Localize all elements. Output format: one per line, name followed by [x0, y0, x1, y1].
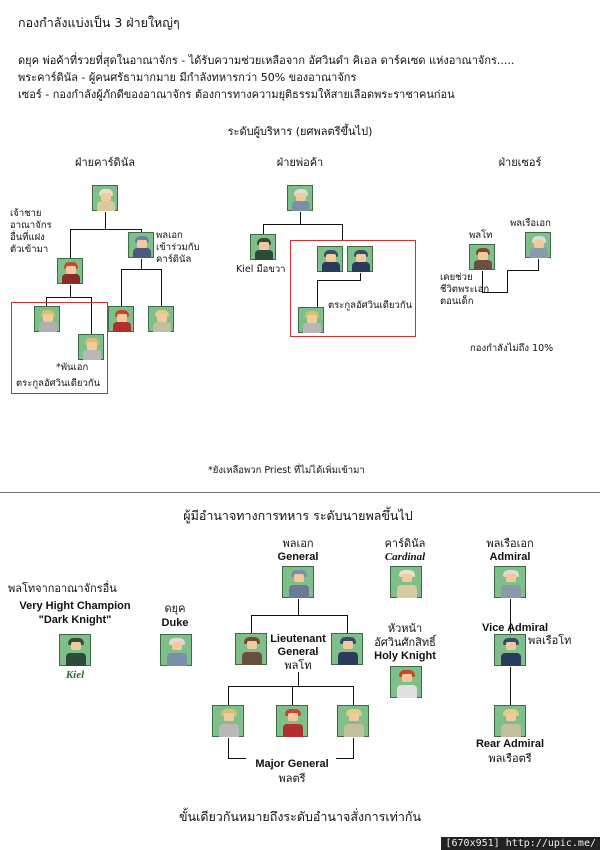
champion-th: พลโทจากอาณาจักรอื่น [8, 582, 117, 595]
dark-knight-a-avatar [317, 246, 343, 272]
label-lt-gen-top: พลโท [469, 230, 493, 241]
desc-duke: ดยุค พ่อค้าที่รวยที่สุดในอาณาจักร - ได้ร… [18, 54, 515, 67]
label-kiel: Kiel มือขวา [236, 264, 286, 275]
desc-sir: เซอร์ - กองกำลังผู้ภักดีของอาณาจักร ต้อง… [18, 88, 455, 101]
kiel-avatar-bottom [59, 634, 91, 666]
dark-knight-b-avatar [347, 246, 373, 272]
major-general-th: พลตรี [278, 772, 306, 785]
label-general-joined: พลเอก เข้าร่วมกับ คาร์ดินัล [156, 230, 200, 265]
label-admiral-top: พลเรือเอก [510, 218, 551, 229]
general-joined-avatar [128, 232, 154, 258]
faction-cardinal: ฝ่ายคาร์ดินัล [75, 156, 135, 169]
prince-avatar [57, 258, 83, 284]
lt-general-en1: Lieutenant [270, 633, 326, 645]
vice-admiral-avatar [494, 634, 526, 666]
label-colonel: *พันเอก [56, 362, 89, 373]
admiral-avatar [494, 566, 526, 598]
cardinal-avatar [92, 185, 118, 211]
holy-knight-th1: หัวหน้า [387, 622, 423, 635]
vice-admiral-en: Vice Admiral [482, 622, 549, 634]
equal-rank-note: ขั้นเดียวกันหมายถึงระดับอำนาจสั่งการเท่า… [178, 809, 422, 824]
label-same-knight-merchant: ตระกูลอัศวินเดียวกัน [328, 300, 413, 311]
faction-sir: ฝ่ายเซอร์ [498, 156, 542, 169]
lt-general-th: พลโท [284, 659, 312, 672]
duke-en: Duke [161, 617, 189, 629]
lt-general-b-avatar [331, 633, 363, 665]
lt-gen-avatar [469, 244, 495, 270]
champion-en1: Very Hight Champion [19, 600, 131, 612]
cardinal-en: Cardinal [384, 551, 426, 563]
watermark: [670x951] http://upic.me/ [441, 837, 600, 850]
knight-a-avatar [34, 306, 60, 332]
cardinal-knight-family-frame [11, 302, 108, 394]
heading: กองกำลังแบ่งเป็น 3 ฝ่ายใหญ่ๆ [18, 15, 180, 30]
label-prince: เจ้าชาย อาณาจักร อื่นที่แฝง ตัวเข้ามา [10, 208, 52, 255]
red-knight-avatar [108, 306, 134, 332]
major-general-c-avatar [337, 705, 369, 737]
champion-en2: "Dark Knight" [38, 614, 112, 626]
faction-merchant: ฝ่ายพ่อค้า [276, 156, 324, 169]
label-less10: กองกำลังไม่ถึง 10% [470, 343, 554, 354]
holy-knight-th2: อัศวินศักสิทธิ์ [374, 636, 436, 649]
rear-admiral-en: Rear Admiral [475, 738, 545, 750]
vice-admiral-th: พลเรือโท [528, 634, 572, 647]
blonde-knight-avatar [148, 306, 174, 332]
rear-admiral-avatar [494, 705, 526, 737]
major-general-en: Major General [255, 758, 329, 770]
label-saved: เคยช่วย ชีวิตพระเอก ตอนเด็ก [440, 272, 490, 307]
desc-cardinal: พระคาร์ดินัล - ผู้คนศรัธามากมาย มีกำลังท… [18, 71, 357, 84]
divider [0, 492, 600, 493]
holy-knight-avatar [390, 666, 422, 698]
major-general-a-avatar [212, 705, 244, 737]
admiral-en: Admiral [489, 551, 531, 563]
admiral-avatar-top [525, 232, 551, 258]
duke-th: ดยุค [164, 602, 186, 615]
general-avatar [282, 566, 314, 598]
merchant-knight-avatar [298, 307, 324, 333]
general-th: พลเอก [282, 537, 314, 550]
section-title-exec: ระดับผู้บริหาร (ยศพลตรีขึ้นไป) [227, 125, 373, 138]
admiral-th: พลเรือเอก [486, 537, 534, 550]
major-general-b-avatar [276, 705, 308, 737]
lt-general-a-avatar [235, 633, 267, 665]
cardinal-th: คาร์ดินัล [384, 537, 426, 550]
rear-admiral-th: พลเรือตรี [488, 752, 532, 765]
general-en: General [277, 551, 319, 563]
lt-general-en2: General [277, 646, 319, 658]
kiel-avatar [250, 234, 276, 260]
footnote: *ยังเหลือพวก Priest ที่ไม่ได้เพิ่มเข้ามา [208, 465, 365, 476]
duke-avatar-bottom [160, 634, 192, 666]
colonel-avatar [78, 334, 104, 360]
military-title: ผู้มีอำนาจทางการทหาร ระดับนายพลขึ้นไป [183, 508, 413, 523]
merchant-knight-family-frame [290, 240, 416, 337]
holy-knight-en: Holy Knight [374, 650, 436, 662]
kiel-name: Kiel [65, 669, 85, 681]
cardinal-avatar-bottom [390, 566, 422, 598]
duke-avatar [287, 185, 313, 211]
label-same-knight-cardinal: ตระกูลอัศวินเดียวกัน [16, 378, 101, 389]
